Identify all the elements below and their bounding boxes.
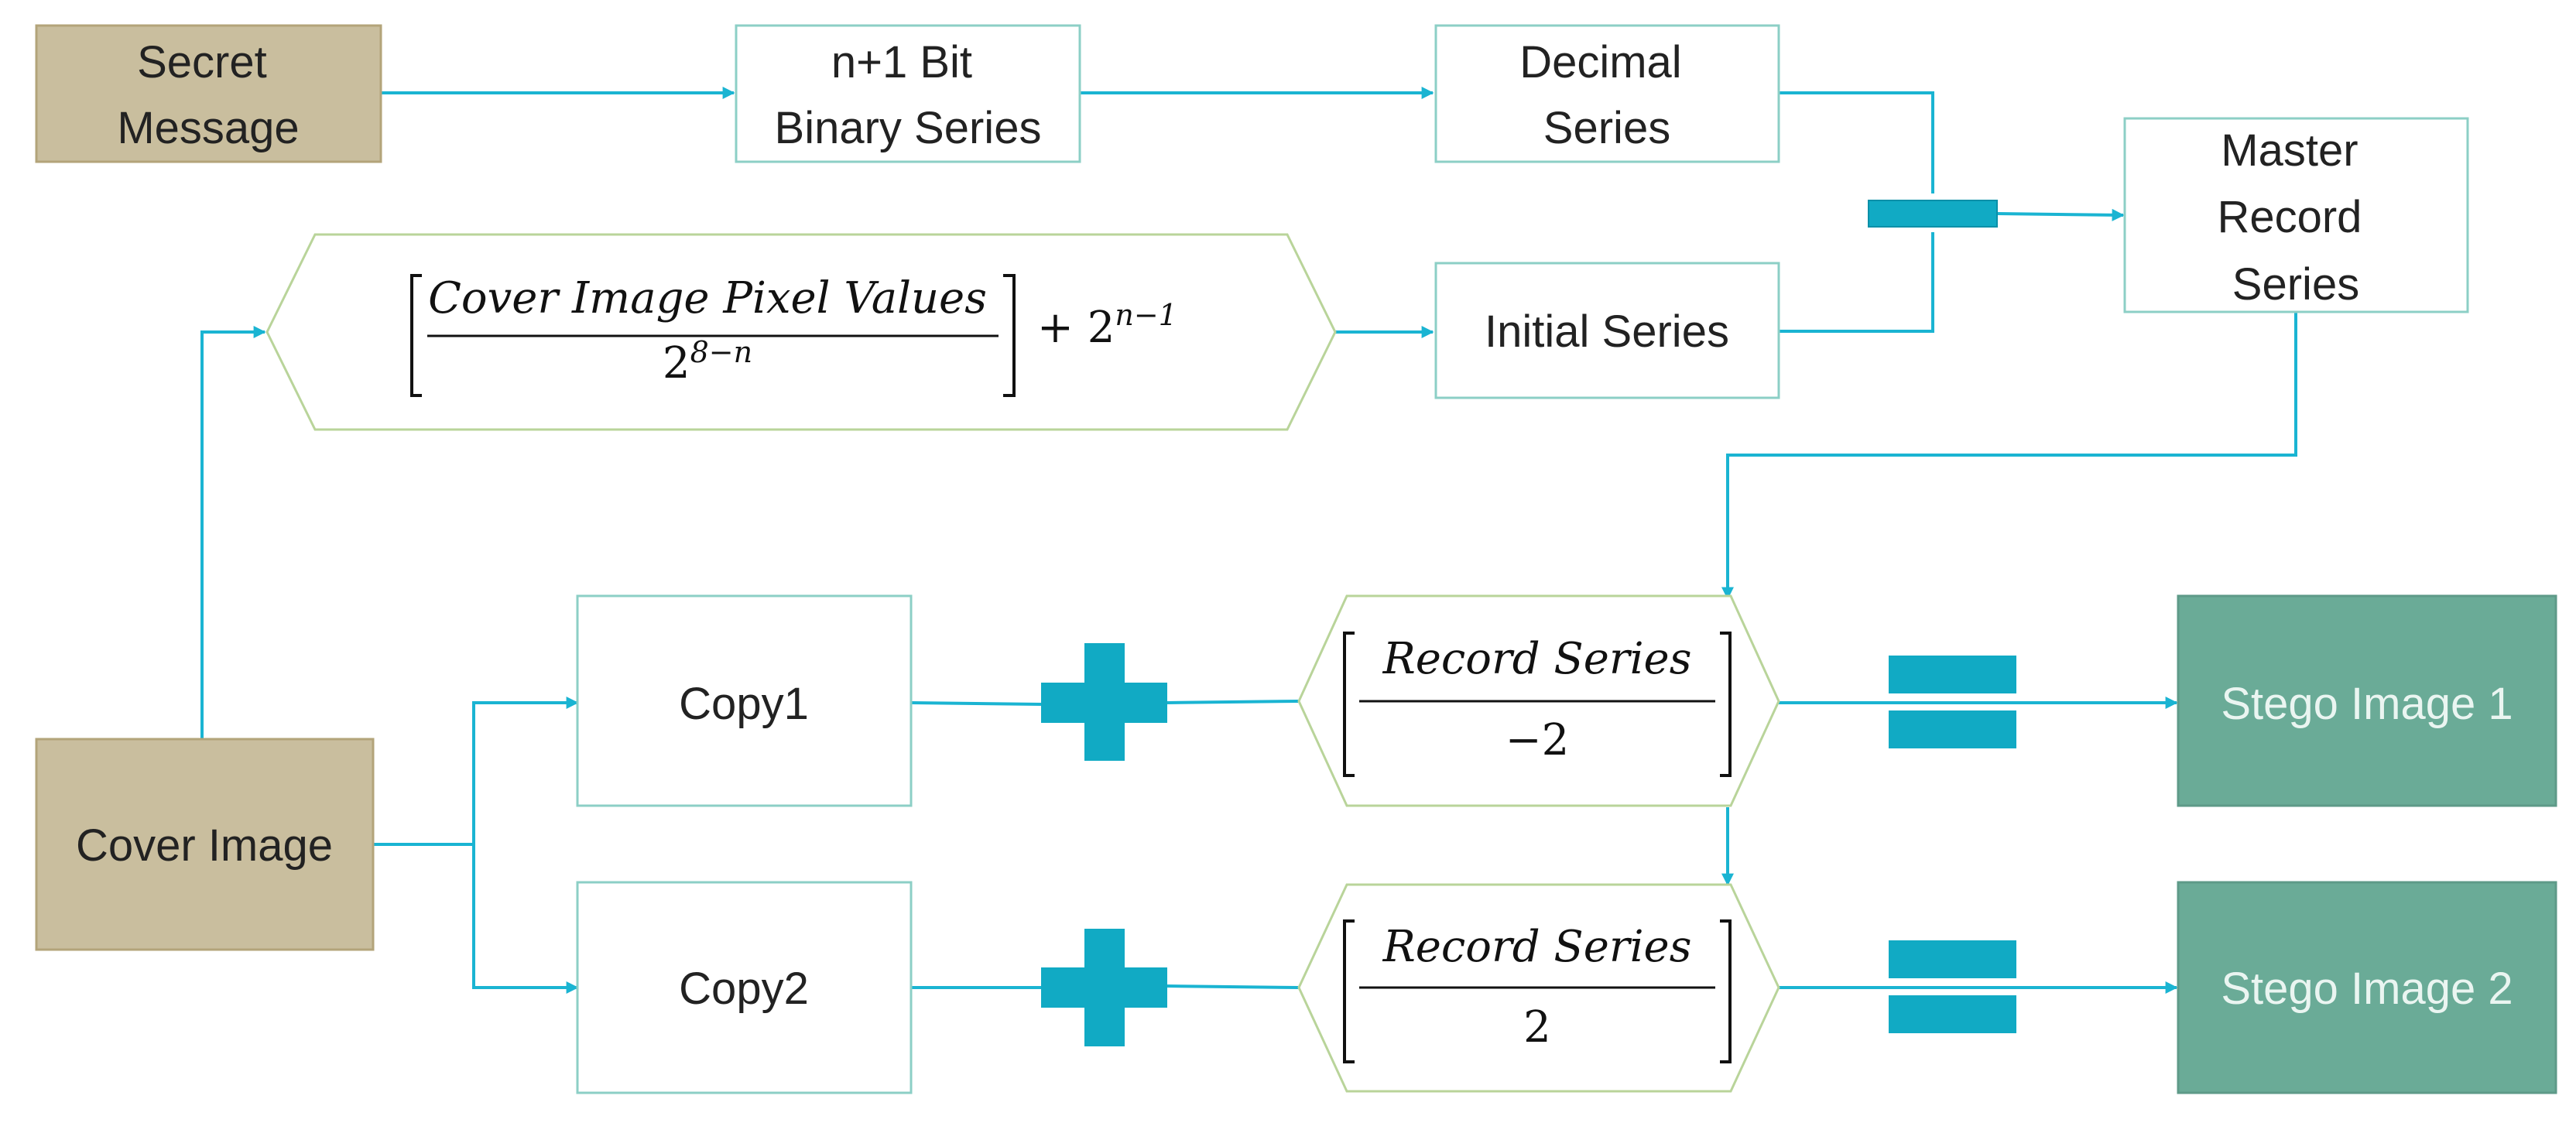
copy1-node: Copy1 [576,594,913,807]
copy2-node: Copy2 [576,881,913,1094]
master-record-line-1: Master [2221,125,2358,176]
stego-image-2-label: Stego Image 2 [2221,964,2513,1014]
copy1-label: Copy1 [679,679,809,729]
copy2-label: Copy2 [679,964,809,1014]
record-series-formula-2-node: Record Series 2 [1297,883,1780,1093]
record-series-1-denominator: −2 [1506,715,1570,765]
master-record-series-node: Master Record Series [2123,117,2469,313]
plus-operator-1 [1041,643,1167,761]
connector-merge-to-master [1996,208,2125,221]
initial-formula-denominator-exponent: 8−n [690,335,753,369]
connector-decimal-to-merge [1779,91,1934,193]
binary-series-node: n+1 Bit Binary Series [735,24,1081,163]
equals-operator-1 [1889,656,2016,748]
connector-initial-to-merge [1779,232,1934,333]
decimal-series-line-2: Series [1543,103,1670,153]
stego-image-1-node: Stego Image 1 [2177,594,2557,807]
svg-text:Secret Message: Secret Message [117,37,299,153]
secret-message-node: Secret Message [35,24,382,163]
svg-text:Master Record Seri: Master Record Series [2217,125,2374,310]
cover-image-node: Cover Image [35,738,375,951]
svg-text:n+1 Bit Binary Series: n+1 Bit Binary Series [775,37,1042,153]
svg-text:Decimal Series: Decimal Series [1519,37,1694,153]
connector-plus1-to-record1 [1166,700,1299,704]
initial-formula-addend: + 2 [1037,303,1115,353]
record-series-2-numerator: Record Series [1382,922,1692,972]
binary-series-line-1: n+1 Bit [831,37,972,87]
stego-image-2-node: Stego Image 2 [2177,881,2557,1094]
connector-split-to-copy2 [472,844,579,994]
record-series-formula-1-node: Record Series −2 [1297,594,1780,807]
initial-series-label: Initial Series [1485,306,1729,357]
stego-image-1-label: Stego Image 1 [2221,679,2513,729]
master-record-line-2: Record [2217,192,2362,242]
secret-message-line-2: Message [117,103,299,153]
connector-split-to-copy1 [472,697,579,844]
initial-series-node: Initial Series [1434,262,1780,399]
decimal-series-line-1: Decimal [1519,37,1682,87]
initial-formula-numerator: Cover Image Pixel Values [428,273,987,324]
connector-cover-to-formula [200,326,266,739]
initial-formula-denominator-base: 2 [663,338,690,389]
plus-operator-2 [1041,929,1167,1046]
svg-text:+ 2n−1: + 2n−1 [1037,298,1177,353]
initial-formula-node: Cover Image Pixel Values 28−n + 2n−1 [265,233,1337,431]
connector-plus2-to-record2 [1166,984,1299,989]
svg-text:28−n: 28−n [663,335,752,389]
equals-operator-2 [1889,940,2016,1033]
connector-copy1-to-plus1 [910,701,1042,706]
secret-message-line-1: Secret [137,37,267,87]
minus-operator [1868,200,1998,228]
master-record-line-3: Series [2232,259,2359,310]
binary-series-line-2: Binary Series [775,103,1042,153]
record-series-1-numerator: Record Series [1382,634,1692,684]
connector-master-to-record1 [1721,313,2297,600]
cover-image-label: Cover Image [76,820,333,871]
record-series-2-denominator: 2 [1523,1002,1551,1053]
decimal-series-node: Decimal Series [1434,24,1780,163]
initial-formula-addend-exponent: n−1 [1115,298,1177,332]
